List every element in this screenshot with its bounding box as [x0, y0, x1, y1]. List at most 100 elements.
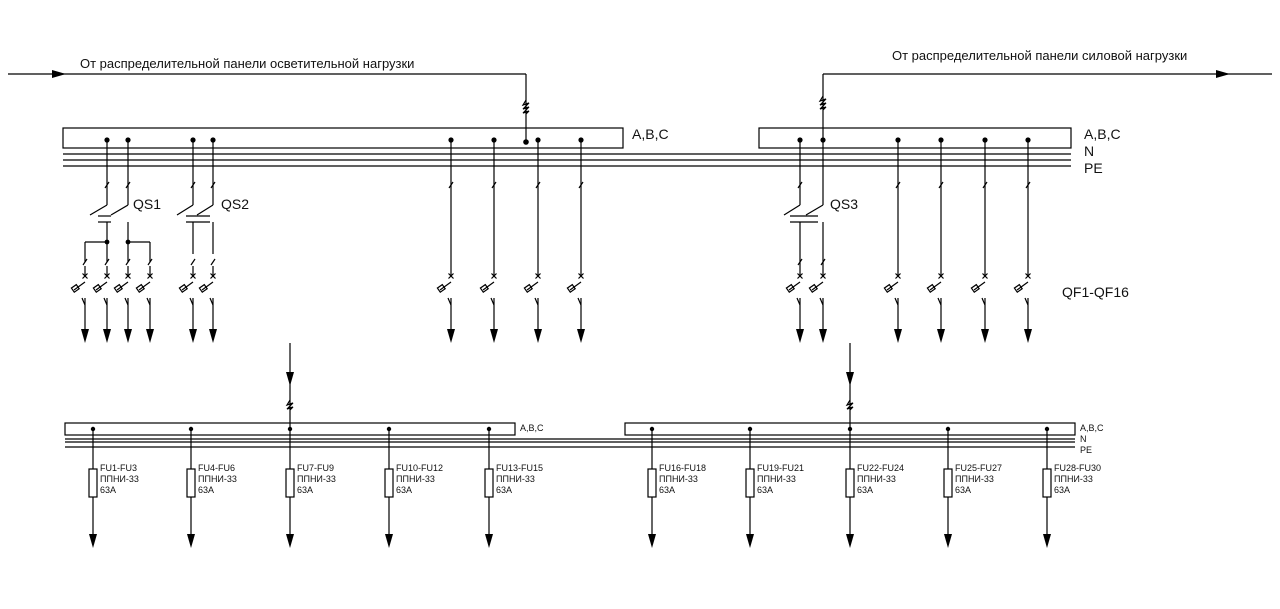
x-stroke	[210, 273, 216, 279]
disconnect-tick	[491, 181, 497, 189]
disconnect-tick	[104, 258, 110, 266]
fuse-group-label: FU16-FU18	[659, 463, 706, 473]
fuse-type-label: ППНИ-33	[396, 474, 435, 484]
fuse-icon	[1042, 468, 1052, 498]
fuse-rating-label: 63А	[496, 485, 512, 495]
breaker-blade	[73, 281, 86, 291]
qs2-blade	[176, 204, 194, 216]
x-stroke	[104, 273, 110, 279]
breaker-contact	[190, 273, 196, 279]
x-stroke	[895, 273, 901, 279]
right-bus-phase-label: A,B,C	[1084, 126, 1121, 142]
breaker-arrow	[81, 329, 89, 343]
switch-qs3-label: QS3	[830, 196, 858, 212]
fuse-out-arrow	[485, 534, 493, 548]
breaker-arrow	[981, 329, 989, 343]
fuse-labels: FU1-FU3ППНИ-3363АFU4-FU6ППНИ-3363АFU7-FU…	[100, 463, 1101, 495]
breaker-blade	[811, 281, 824, 291]
breaker-blade	[526, 281, 539, 291]
breaker-thermal	[92, 283, 103, 294]
fuse-icon	[647, 468, 657, 498]
fuse-group-label: FU19-FU21	[757, 463, 804, 473]
fuse-icon	[186, 468, 196, 498]
breaker-blade	[138, 281, 151, 291]
fuse-group-label: FU13-FU15	[496, 463, 543, 473]
disconnect-tick	[147, 258, 153, 266]
breaker-contact	[895, 273, 901, 279]
disconnect-tick	[104, 181, 110, 189]
disconnect-tick	[820, 258, 826, 266]
fuse-icon	[745, 468, 755, 498]
x-stroke	[82, 273, 88, 279]
breaker-thermal	[479, 283, 490, 294]
breaker-thermal	[785, 283, 796, 294]
x-stroke	[938, 273, 944, 279]
lower-left-bus-phase-label: A,B,C	[520, 423, 544, 433]
breaker-blade	[439, 281, 452, 291]
breaker-blade	[788, 281, 801, 291]
right-bus-neutral-label: N	[1084, 143, 1094, 159]
right-bus-pe-label: PE	[1084, 160, 1103, 176]
breaker-contact	[104, 273, 110, 279]
fuse-out-arrow	[846, 534, 854, 548]
fuse-out-arrow	[89, 534, 97, 548]
disconnect-tick	[125, 258, 131, 266]
fuse-group-label: FU1-FU3	[100, 463, 137, 473]
breaker-blade	[886, 281, 899, 291]
wiring	[8, 70, 1272, 548]
disconnect-tick	[1025, 181, 1031, 189]
disconnect-tick	[895, 181, 901, 189]
fuse-group-label: FU4-FU6	[198, 463, 235, 473]
fuse-rating-label: 63А	[396, 485, 412, 495]
breaker-blade	[929, 281, 942, 291]
lower-feeder-arrow	[286, 372, 294, 386]
breaker-contact	[938, 273, 944, 279]
x-stroke	[820, 273, 826, 279]
x-stroke	[578, 273, 584, 279]
switch-qs2-label: QS2	[221, 196, 249, 212]
qs3-blade	[805, 204, 824, 216]
fuse-type-label: ППНИ-33	[198, 474, 237, 484]
disconnect-tick	[210, 258, 216, 266]
x-stroke	[125, 273, 131, 279]
breaker-contact	[125, 273, 131, 279]
left-phase-busbar	[62, 127, 624, 149]
breaker-contact	[448, 273, 454, 279]
breaker-thermal	[883, 283, 894, 294]
breaker-contact	[535, 273, 541, 279]
breaker-contact	[797, 273, 803, 279]
disconnect-tick	[797, 258, 803, 266]
breaker-arrow	[103, 329, 111, 343]
fuse-rating-label: 63А	[757, 485, 773, 495]
breaker-thermal	[808, 283, 819, 294]
fuse-icon	[943, 468, 953, 498]
qs2-blade	[196, 204, 214, 216]
x-stroke	[1025, 273, 1031, 279]
fuse-rating-label: 63А	[100, 485, 116, 495]
disconnect-tick	[125, 181, 131, 189]
fuse-type-label: ППНИ-33	[297, 474, 336, 484]
qs3-blade	[783, 204, 801, 216]
breaker-contact	[147, 273, 153, 279]
x-stroke	[448, 273, 454, 279]
left-feeder-arrow	[52, 70, 66, 78]
fuse-rating-label: 63А	[659, 485, 675, 495]
qs1-blade	[110, 204, 129, 216]
breaker-blade	[569, 281, 582, 291]
breaker-contact	[210, 273, 216, 279]
fuse-out-arrow	[286, 534, 294, 548]
fuse-type-label: ППНИ-33	[659, 474, 698, 484]
breaker-arrow	[146, 329, 154, 343]
breaker-contact	[578, 273, 584, 279]
left-bus-phase-label: A,B,C	[632, 126, 669, 142]
breaker-thermal	[970, 283, 981, 294]
disconnect-tick	[190, 258, 196, 266]
fuse-icon	[285, 468, 295, 498]
disconnect-tick	[938, 181, 944, 189]
left-source-label: От распределительной панели осветительно…	[80, 56, 414, 71]
breaker-blade	[1016, 281, 1029, 291]
breaker-thermal	[523, 283, 534, 294]
fuse-type-label: ППНИ-33	[100, 474, 139, 484]
fuse-out-arrow	[187, 534, 195, 548]
breaker-contact	[82, 273, 88, 279]
